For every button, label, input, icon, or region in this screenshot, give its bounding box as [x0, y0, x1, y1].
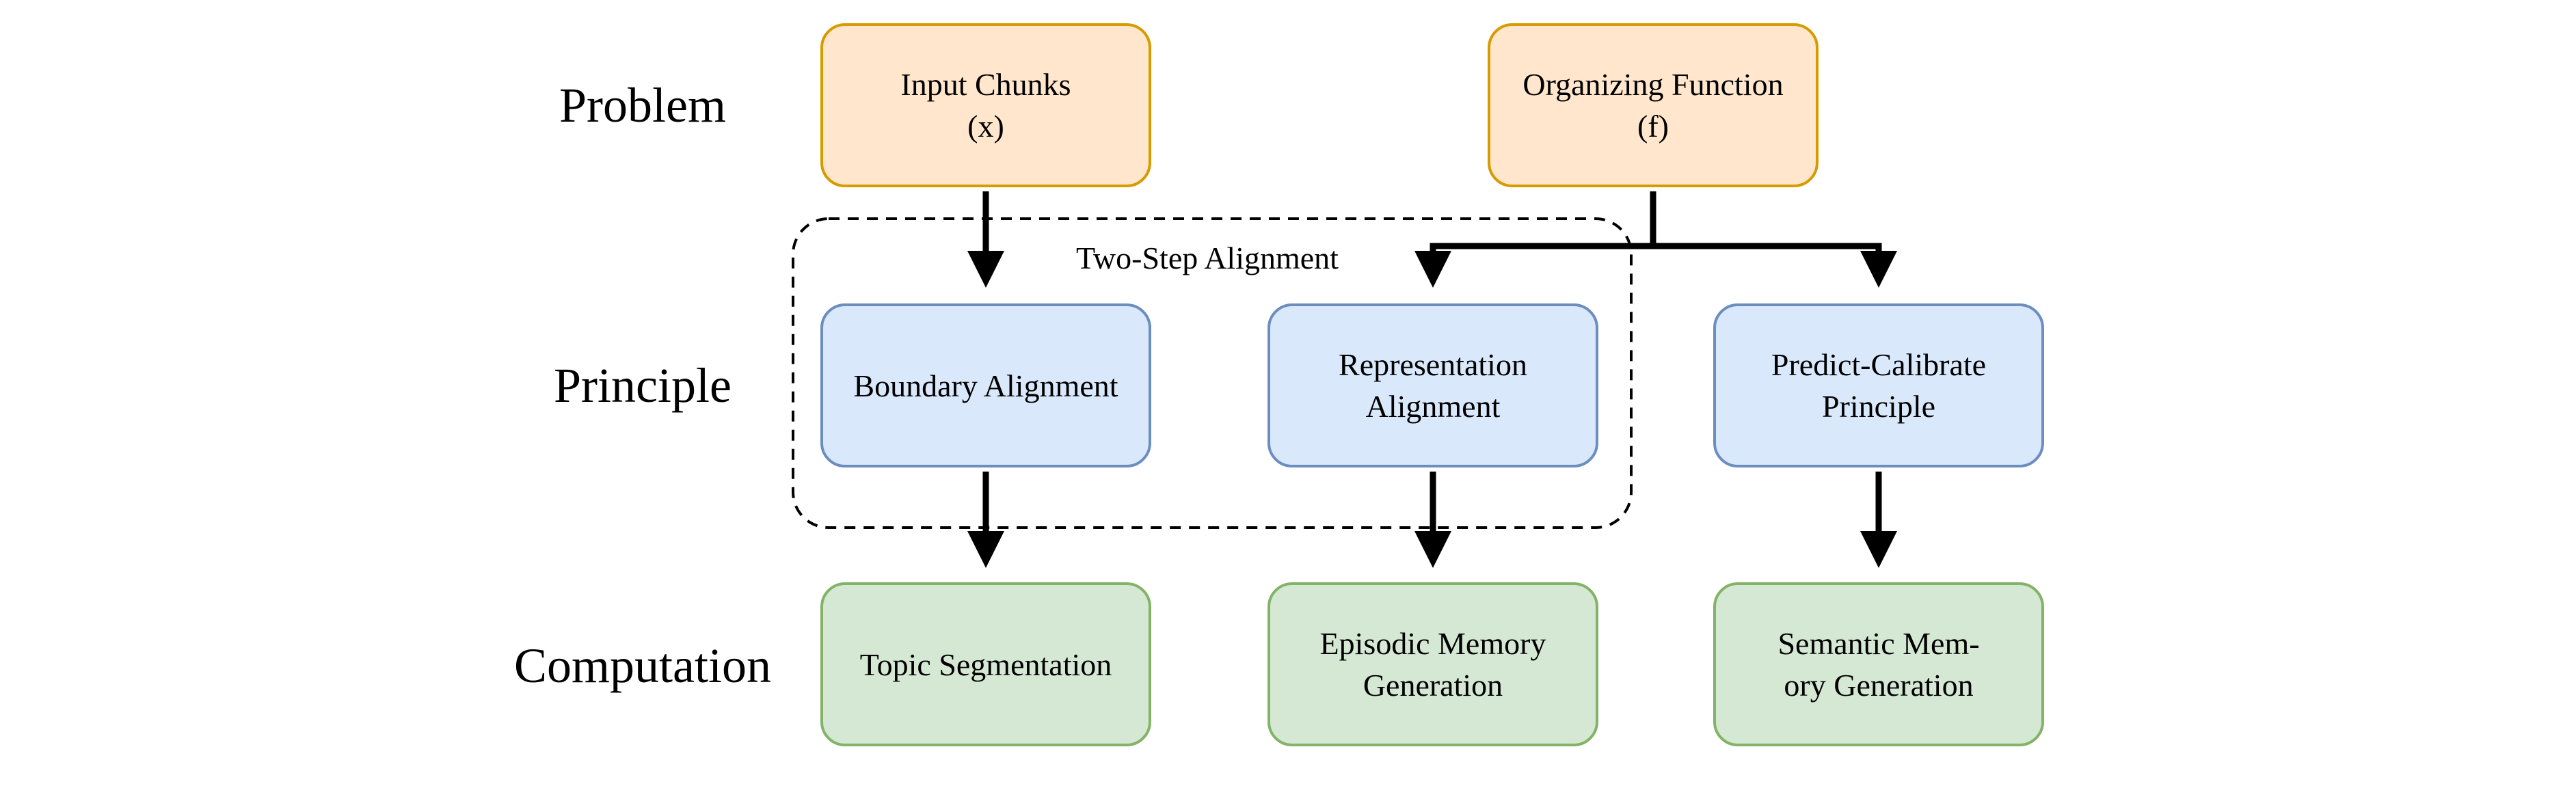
input-chunks-title: Input Chunks [900, 67, 1071, 102]
representation-alignment-node: Representation Alignment [1267, 303, 1598, 467]
topic-segmentation-title: Topic Segmentation [859, 647, 1112, 682]
organizing-function-title: Organizing Function [1522, 67, 1784, 102]
edge-organizing-function-to-predict-calibrate [1653, 243, 1897, 288]
representation-alignment-title-line2: Alignment [1365, 389, 1501, 424]
semantic-memory-title-line1: Semantic Mem- [1777, 626, 1980, 661]
topic-segmentation-node: Topic Segmentation [820, 582, 1151, 746]
two-step-alignment-group-frame [792, 217, 1633, 529]
episodic-memory-title-line1: Episodic Memory [1319, 626, 1546, 661]
predict-calibrate-title-line2: Principle [1821, 389, 1936, 424]
episodic-memory-title-line2: Generation [1363, 668, 1503, 703]
input-chunks-node: Input Chunks (x) [820, 23, 1151, 187]
semantic-memory-title-line2: ory Generation [1784, 668, 1974, 703]
row-label-computation: Computation [514, 638, 771, 693]
two-step-alignment-label: Two-Step Alignment [1076, 241, 1339, 275]
episodic-memory-node: Episodic Memory Generation [1267, 582, 1598, 746]
organizing-function-node: Organizing Function (f) [1488, 23, 1819, 187]
predict-calibrate-node: Predict-Calibrate Principle [1713, 303, 2044, 467]
row-label-principle: Principle [554, 358, 732, 413]
edge-organizing-function-to-representation-alignment [1414, 191, 1656, 288]
boundary-alignment-node: Boundary Alignment [820, 303, 1151, 467]
input-chunks-symbol: (x) [967, 109, 1004, 144]
row-label-problem: Problem [559, 78, 726, 133]
semantic-memory-node: Semantic Mem- ory Generation [1713, 582, 2044, 746]
representation-alignment-title-line1: Representation [1339, 347, 1527, 382]
organizing-function-symbol: (f) [1637, 109, 1669, 144]
predict-calibrate-title-line1: Predict-Calibrate [1771, 347, 1987, 382]
boundary-alignment-title: Boundary Alignment [853, 368, 1118, 403]
